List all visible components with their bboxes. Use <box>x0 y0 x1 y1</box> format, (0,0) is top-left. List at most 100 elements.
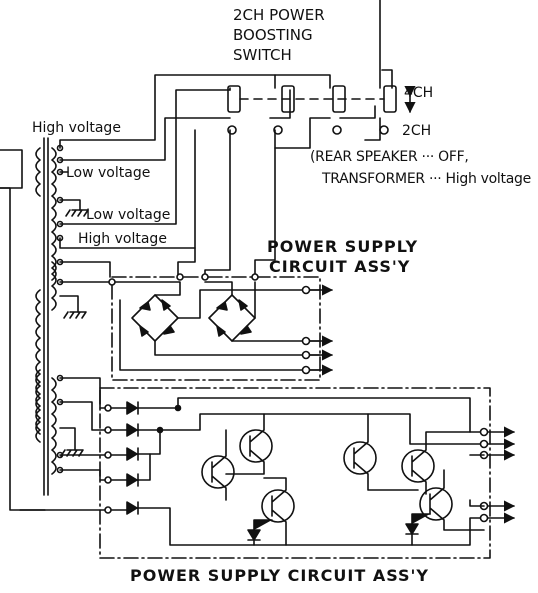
switch-terminal-3a <box>332 125 342 135</box>
lower-node-4 <box>104 476 112 484</box>
switch-terminal-2a <box>273 125 283 135</box>
upper-psu-node-4 <box>108 278 116 286</box>
lower-node-2 <box>104 426 112 434</box>
bridge-1-diode-d <box>163 325 175 335</box>
rear-note-line1: (REAR SPEAKER ··· OFF, <box>310 149 469 165</box>
ground-symbol-2 <box>63 311 87 319</box>
mode-4ch-label: 4CH <box>404 85 434 101</box>
lower-diode-3 <box>126 447 139 461</box>
transistor-4-leads <box>353 413 419 491</box>
transistor-6-leads <box>429 469 485 531</box>
primary-coil-bottom <box>35 369 41 443</box>
upper-psu-node-2 <box>201 273 209 281</box>
lower-rail-5 <box>137 507 485 546</box>
low-voltage-label-1: Low voltage <box>66 165 151 181</box>
rear-note-line2: TRANSFORMER ··· High voltage <box>322 171 531 187</box>
lower-rail-1 <box>137 397 485 433</box>
high-voltage-label-2: High voltage <box>78 231 167 247</box>
wire-2ch-return <box>364 117 381 141</box>
bridge-2-diode-b <box>238 299 248 311</box>
lower-rail-4 <box>137 453 151 481</box>
transistor-2-leads <box>225 413 265 475</box>
switch-terminal-4a <box>379 125 389 135</box>
transistor-1-leads <box>211 429 227 501</box>
wire-high-voltage-top <box>59 74 331 149</box>
upper-psu-node-3 <box>251 273 259 281</box>
lower-psu-label: POWER SUPPLY CIRCUIT ASS'Y <box>130 566 430 585</box>
wire-switch-pair <box>269 89 291 119</box>
bridge-1-diode-a <box>139 301 151 311</box>
lower-input-1 <box>59 377 128 409</box>
wire-tap-7 <box>59 261 111 278</box>
upper-psu-input-wire-2 <box>204 281 233 296</box>
ground-tap-1 <box>59 199 81 211</box>
lower-input-2 <box>59 401 128 431</box>
lower-output-terminal-2 <box>479 439 489 449</box>
upper-psu-label-line1: POWER SUPPLY <box>267 237 419 256</box>
transistor-3-leads <box>263 477 287 546</box>
lower-diode-1 <box>126 401 139 415</box>
lower-junction-2 <box>156 426 164 434</box>
wire-s3-4 <box>339 105 376 119</box>
lower-node-3 <box>104 451 112 459</box>
bridge-1-diode-b <box>161 299 171 311</box>
high-voltage-top-label: High voltage <box>32 120 121 136</box>
secondary-coil-2 <box>51 261 57 311</box>
low-voltage-label-2: Low voltage <box>86 207 171 223</box>
mode-2ch-label: 2CH <box>402 123 432 139</box>
wire-low-voltage-2 <box>59 89 231 225</box>
wire-down-3 <box>177 247 196 278</box>
upper-psu-terminal-1 <box>301 285 311 295</box>
transistor-5-leads <box>411 431 471 495</box>
upper-psu-rail-3 <box>177 289 321 319</box>
lower-output-terminal-1 <box>479 427 489 437</box>
primary-coil <box>35 147 41 197</box>
transistor-1 <box>201 455 235 489</box>
wire-tap-2 <box>59 117 231 161</box>
switch-title-line3: SWITCH <box>233 46 292 64</box>
ground-symbol-3 <box>60 449 84 457</box>
lower-output-terminal-5 <box>479 513 489 523</box>
bridge-2-diode-c <box>216 325 226 337</box>
bridge-2-diode-a <box>216 301 228 311</box>
upper-psu-rail-1 <box>154 340 321 356</box>
wire-down-2 <box>254 147 276 278</box>
transistor-5 <box>401 449 435 483</box>
upper-psu-boundary <box>111 276 321 381</box>
switch-title-line1: 2CH POWER <box>233 6 325 24</box>
lower-junction-1 <box>174 404 182 412</box>
upper-psu-input-wire-1 <box>111 281 181 296</box>
bridge-rectifier-1 <box>131 294 179 342</box>
upper-psu-terminal-3 <box>301 350 311 360</box>
lower-diode-5 <box>126 501 139 515</box>
lower-node-5 <box>104 506 112 514</box>
upper-psu-rail-4 <box>119 299 321 371</box>
secondary-coil-1 <box>51 147 57 281</box>
upper-psu-node-1 <box>176 273 184 281</box>
lower-input-4 <box>59 469 128 481</box>
transistor-2 <box>239 429 273 463</box>
lower-psu-boundary <box>99 387 491 559</box>
switch-terminal-1a <box>227 125 237 135</box>
lower-diode-4 <box>126 473 139 487</box>
ground-symbol-1 <box>65 209 89 217</box>
bridge-rectifier-2 <box>208 294 256 342</box>
lower-rail-2 <box>137 413 485 445</box>
boosting-switch <box>227 85 416 135</box>
upper-psu-label-line2: CIRCUIT ASS'Y <box>269 257 411 276</box>
switch-wiring <box>59 0 393 283</box>
bridge-1-diode-c <box>139 325 149 337</box>
wire-high-voltage-2 <box>59 129 196 249</box>
ground-tap-2 <box>59 295 79 313</box>
primary-coil-lower <box>35 289 41 435</box>
zener-diode-1 <box>247 519 273 546</box>
lower-output-bus <box>469 454 485 507</box>
wire-down-1 <box>204 129 231 278</box>
lower-node-1 <box>104 404 112 412</box>
transistor-6 <box>419 487 453 521</box>
lower-diode-2 <box>126 423 139 437</box>
switch-title-line2: BOOSTING <box>233 26 313 44</box>
secondary-coil-3 <box>51 377 57 475</box>
switch-contact-4 <box>383 85 397 113</box>
